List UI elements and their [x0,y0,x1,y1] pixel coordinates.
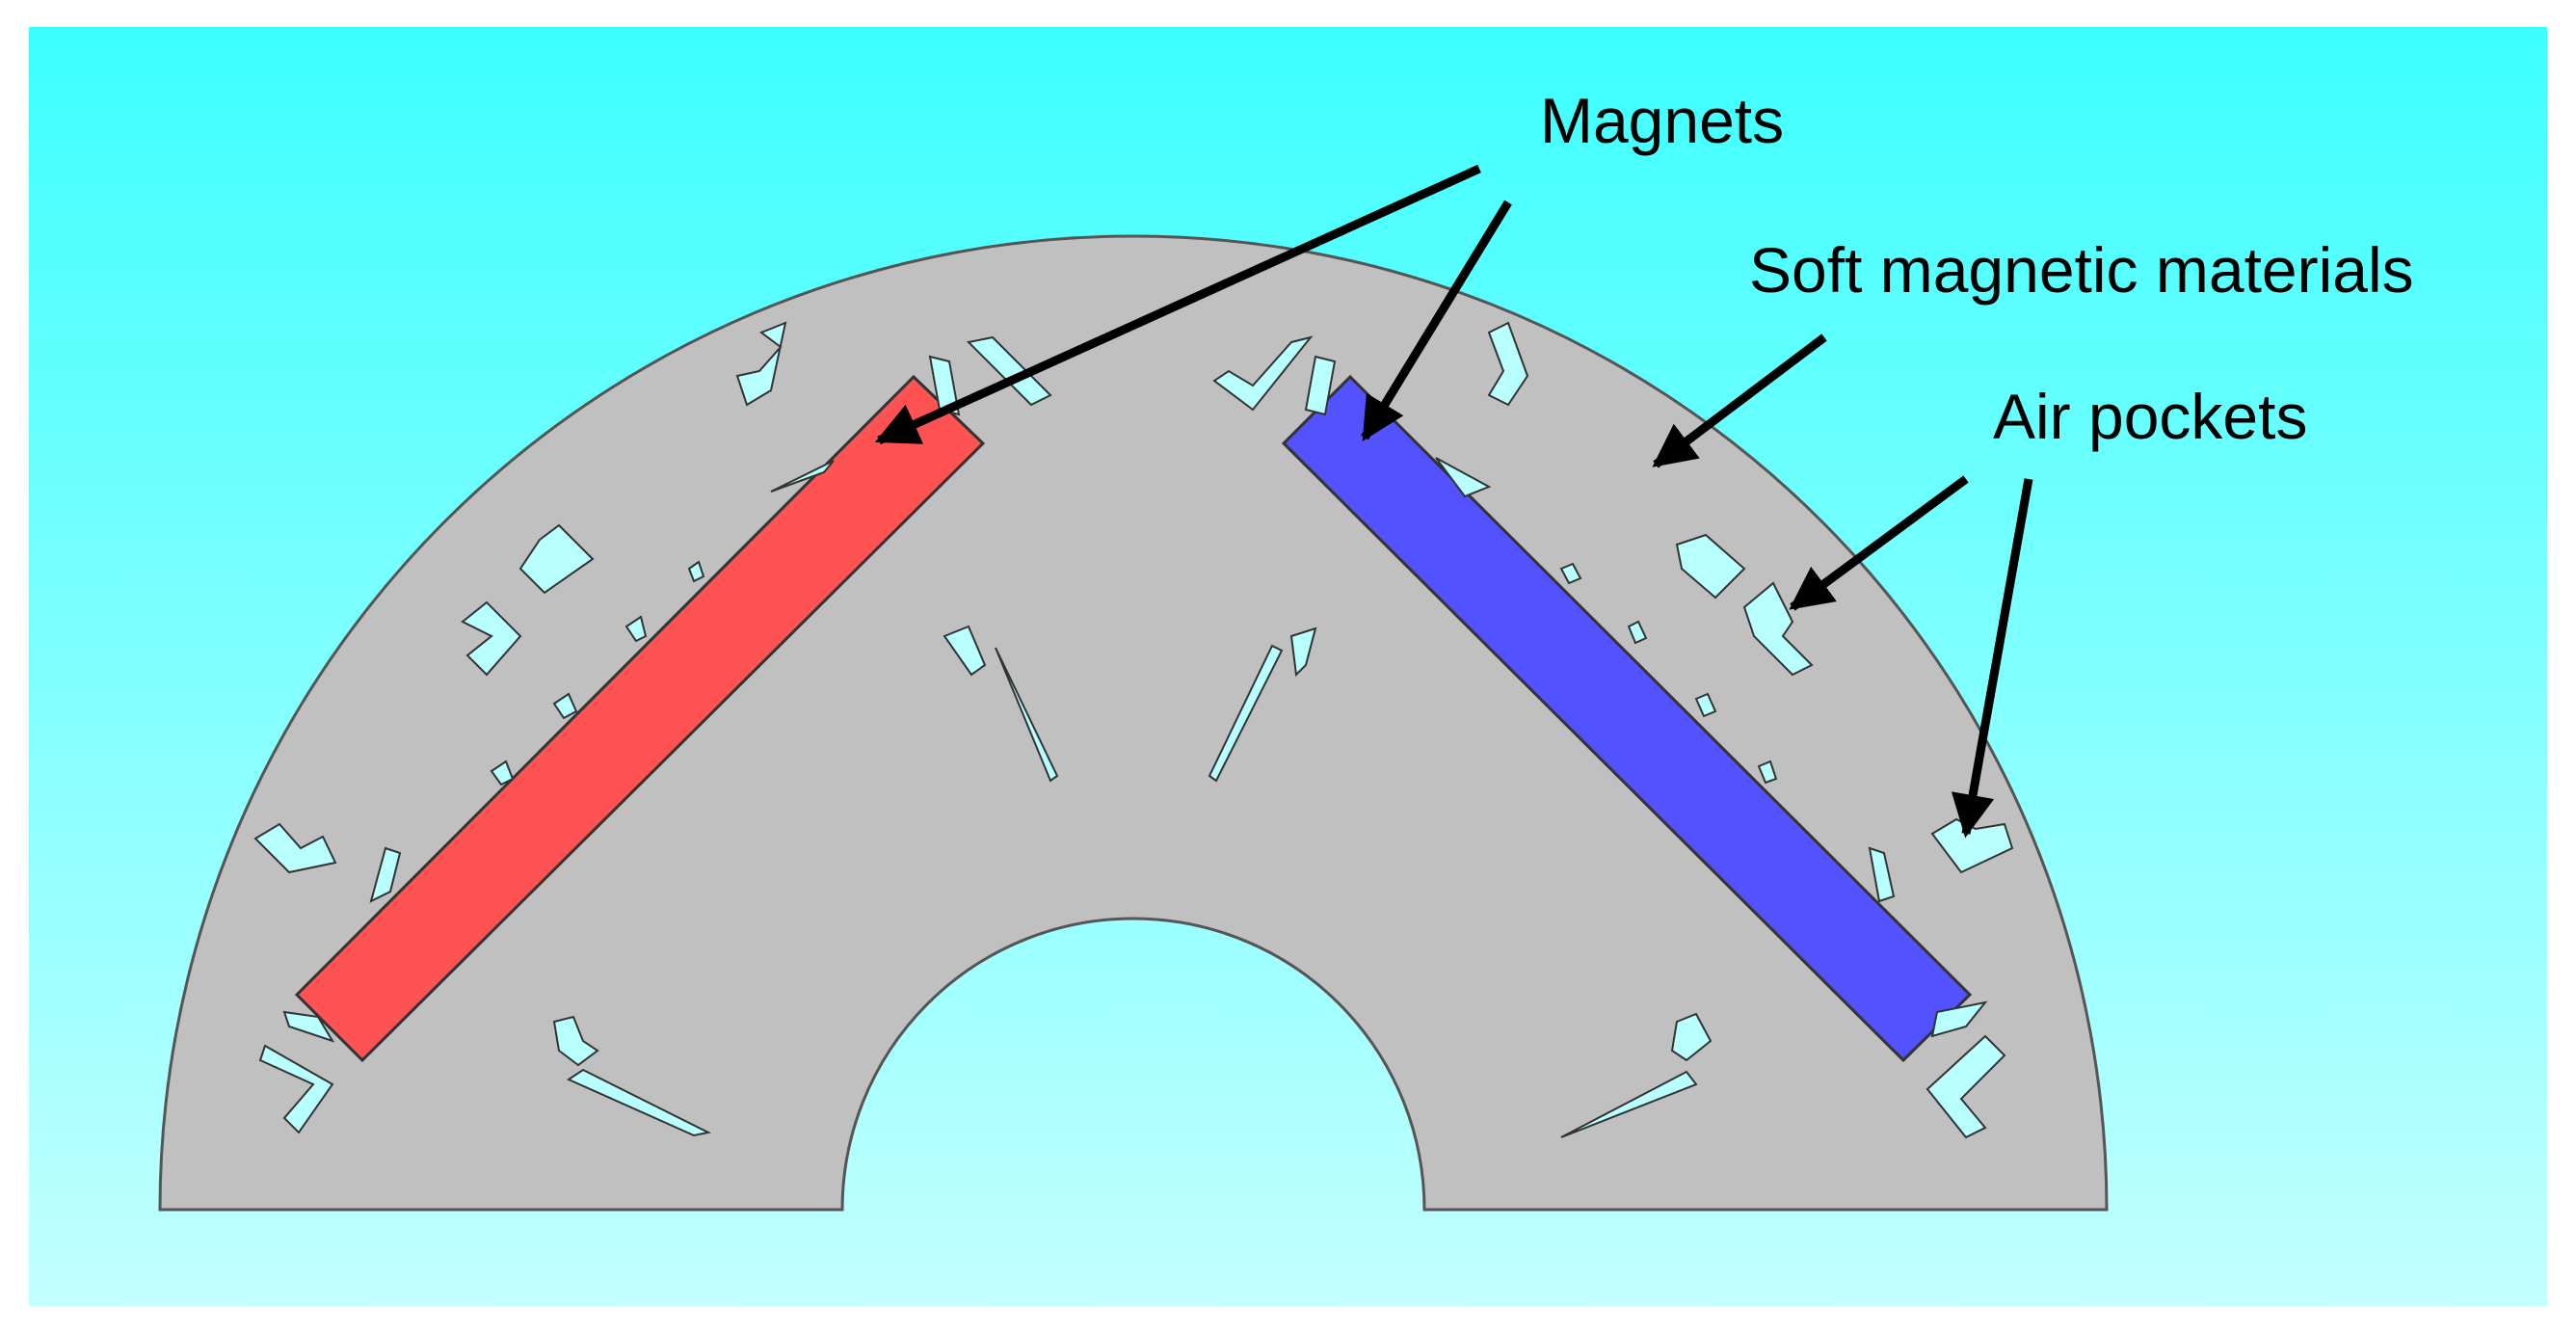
air-pocket [258,1044,334,1134]
air-pocket [1868,846,1896,903]
air-pocket [943,625,987,677]
air-pocket [1675,533,1746,600]
air-pocket [1627,620,1648,645]
air-pocket [1925,1034,2006,1139]
air-pockets-arrow-left [1789,475,1969,611]
air-pocket [490,760,515,786]
air-pocket [552,1015,599,1067]
air-pocket [735,321,787,407]
air-pocket [253,822,337,874]
air-pocket [1487,321,1529,407]
air-pockets-label: Air pockets [1993,381,2307,452]
air-pocket [369,846,402,903]
rotor-body [158,234,2109,1212]
air-pocket [1670,1012,1713,1062]
air-pocket [552,692,578,720]
air-pocket [1435,457,1492,498]
air-pocket [687,560,705,583]
air-pocket [1742,581,1814,677]
air-pocket [1757,760,1778,785]
air-pocket [1212,335,1314,412]
leader-arrows [874,164,2033,839]
air-pocket [770,460,835,493]
air-pocket [1289,627,1317,678]
air-pocket [928,355,961,416]
soft-magnetic-arrow [1652,333,1827,468]
air-pocket [995,647,1059,783]
air-pocket [1930,1000,1988,1038]
air-pocket [1304,355,1337,416]
air-pocket [518,523,595,595]
magnet-left [294,374,986,1063]
air-pockets-group [253,321,1059,1137]
magnets-arrow-right [1361,200,1512,441]
magnets-arrow-left [874,164,1481,445]
soft-magnetic-label: Soft magnetic materials [1749,234,2414,306]
air-pocket [1208,644,1284,783]
air-pocket [1559,562,1582,585]
air-pocket [282,1010,335,1043]
air-pocket [566,1068,712,1137]
air-pocket [624,615,648,643]
air-pocket [461,600,522,677]
air-pocket [1560,1070,1698,1138]
air-pockets-group-right [1208,321,2014,1139]
air-pockets-arrow-right [1951,478,2033,839]
air-pocket [1694,692,1717,718]
magnets-label: Magnets [1540,85,1784,156]
